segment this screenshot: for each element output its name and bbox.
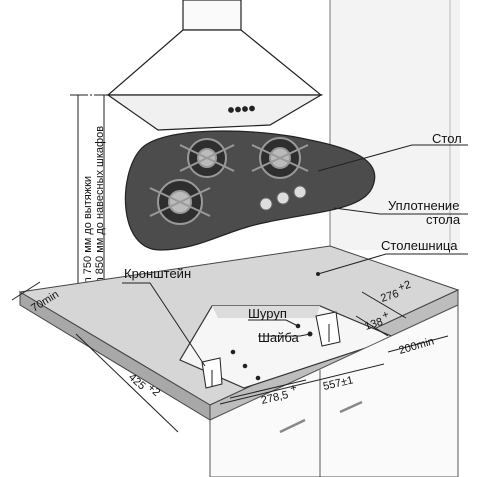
label-seal-line1: Уплотнение: [388, 198, 459, 213]
hood-knob-2: [235, 106, 241, 113]
leader-worktop: [317, 253, 468, 275]
hood-knob-3: [242, 106, 248, 112]
label-seal-line2: стола: [426, 212, 461, 227]
burner-rear-right: [251, 137, 309, 179]
cabinet-handle-left: [279, 418, 306, 434]
leader-table: [317, 144, 468, 172]
base-cabinets: [209, 304, 459, 477]
dim-depth: [75, 333, 179, 433]
dim-left-margin: [11, 281, 41, 301]
burner-rear-left: [179, 138, 235, 178]
dim-inner-offset-label: 138 +: [363, 309, 391, 333]
dim-half-width-sup: +: [289, 382, 298, 395]
screw-head-3: [255, 375, 261, 381]
dim-top-offset: [361, 291, 407, 319]
cabinet-height-note: Min 850 мм до навесных шкафов: [94, 126, 106, 295]
screw-head-2: [242, 363, 248, 369]
mounting-hardware: [201, 311, 341, 389]
hood-body: [106, 29, 323, 96]
leader-seal: [333, 207, 468, 215]
cutout-inner-shadow: [212, 306, 320, 318]
label-washer: Шайба: [258, 330, 300, 345]
gas-hob: [124, 130, 376, 251]
screw-head-1: [230, 349, 236, 355]
dimension-lines: [11, 281, 449, 433]
hood-knob-1: [228, 107, 234, 113]
label-worktop: Столешница: [381, 238, 458, 253]
hood-knob-4: [249, 105, 255, 112]
cabinet-handle-right: [339, 400, 363, 414]
hob-knob-1: [259, 197, 273, 211]
cabinet-front: [209, 304, 459, 477]
dim-inner-offset-sup: +: [381, 309, 391, 322]
leader-washer: [258, 333, 311, 337]
worktop: [18, 245, 460, 421]
dim-top-offset-label: 276 +2: [379, 279, 413, 305]
label-table: Стол: [432, 131, 462, 146]
hob-knob-2: [276, 191, 290, 205]
dim-back-margin: [387, 335, 449, 353]
burner-front-left: [149, 179, 211, 225]
dim-top-offset-sup: +2: [397, 279, 413, 294]
dim-inner-offset: [355, 315, 389, 337]
leader-screw: [248, 319, 299, 327]
leader-bracket: [122, 282, 206, 367]
worktop-point: [316, 272, 320, 276]
bracket-right: [315, 311, 341, 347]
hob-knob-3: [293, 185, 307, 199]
dim-half-width: [229, 379, 307, 399]
range-hood: [106, 0, 324, 131]
hood-front-panel: [106, 94, 324, 131]
dim-width: [219, 363, 385, 405]
dim-top-offset-text: 276: [379, 288, 400, 305]
leader-lines: [122, 144, 468, 367]
label-bracket: Кронштейн: [124, 266, 191, 281]
dim-inner-offset-text: 138: [363, 316, 384, 333]
hood-height-note: Min 750 мм до вытяжки: [82, 176, 94, 295]
hood-chimney: [182, 0, 242, 31]
label-screw: Шуруп: [248, 306, 287, 321]
